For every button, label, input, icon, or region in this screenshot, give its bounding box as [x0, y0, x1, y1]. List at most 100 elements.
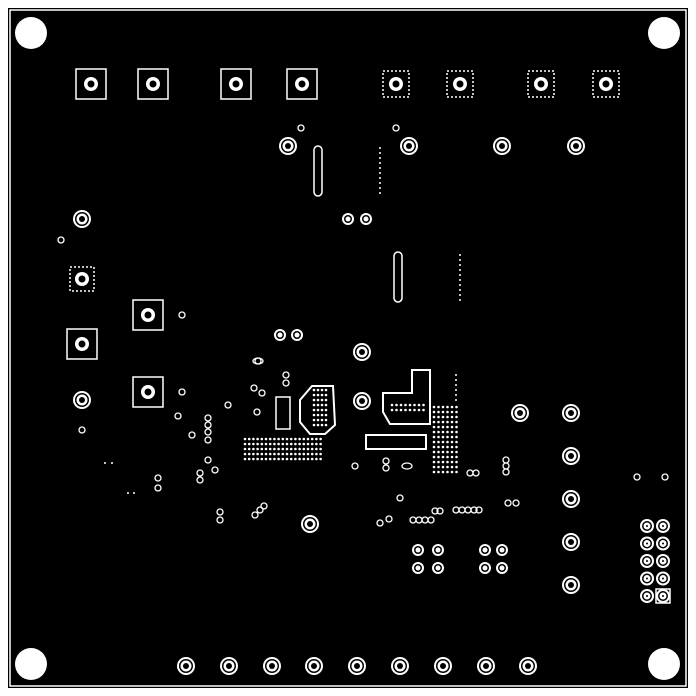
- via: [379, 172, 381, 174]
- via: [310, 447, 314, 451]
- via: [390, 408, 394, 412]
- via: [316, 413, 320, 417]
- via: [315, 442, 318, 446]
- via: [260, 457, 264, 461]
- via: [446, 445, 449, 449]
- via: [446, 440, 449, 444]
- via: [224, 401, 232, 409]
- drill-hole: [354, 663, 360, 669]
- drill-hole: [537, 80, 545, 88]
- via: [379, 147, 381, 149]
- via: [441, 415, 445, 419]
- via: [289, 457, 293, 461]
- via: [455, 379, 457, 381]
- via: [264, 452, 268, 456]
- via: [277, 457, 280, 461]
- via: [441, 455, 445, 459]
- via: [441, 430, 445, 434]
- drill-hole: [568, 582, 574, 588]
- via: [258, 389, 266, 397]
- via: [285, 442, 289, 446]
- drill-hole: [483, 663, 489, 669]
- via: [273, 447, 276, 451]
- via: [196, 469, 204, 477]
- via: [319, 437, 322, 441]
- via: [302, 437, 306, 441]
- via: [432, 405, 436, 409]
- via: [432, 435, 436, 439]
- via: [472, 469, 480, 477]
- pad-copper: [415, 547, 421, 553]
- via: [441, 410, 445, 414]
- via: [298, 452, 301, 456]
- via: [320, 423, 324, 427]
- via: [437, 440, 440, 444]
- via: [455, 470, 458, 474]
- drill-hole: [79, 397, 85, 403]
- mounting-hole: [15, 648, 47, 680]
- via: [455, 394, 457, 396]
- via: [379, 182, 381, 184]
- via: [379, 157, 381, 159]
- via: [455, 440, 458, 444]
- via: [455, 450, 458, 454]
- via: [319, 442, 322, 446]
- drill-hole: [568, 496, 574, 502]
- board-background: [8, 8, 688, 688]
- via: [298, 442, 301, 446]
- via: [455, 389, 457, 391]
- drill-hole: [232, 80, 240, 88]
- via: [312, 418, 316, 422]
- via: [273, 452, 276, 456]
- via: [396, 494, 404, 502]
- via: [320, 393, 324, 397]
- via: [417, 408, 421, 412]
- via: [392, 124, 400, 132]
- via: [437, 465, 440, 469]
- via: [455, 465, 458, 469]
- via: [277, 452, 280, 456]
- via: [450, 465, 454, 469]
- via: [441, 470, 445, 474]
- via: [256, 457, 259, 461]
- via: [320, 388, 324, 392]
- via: [306, 457, 310, 461]
- drill-hole: [499, 143, 505, 149]
- via: [470, 506, 478, 514]
- via: [312, 403, 316, 407]
- via: [441, 425, 445, 429]
- drill-hole: [568, 539, 574, 545]
- via: [260, 452, 264, 456]
- via: [78, 426, 86, 434]
- via: [450, 450, 454, 454]
- via: [441, 460, 445, 464]
- via: [204, 414, 212, 422]
- ic-footprint: [393, 251, 403, 303]
- via: [315, 452, 318, 456]
- via: [450, 415, 454, 419]
- drill-hole: [440, 663, 446, 669]
- via: [316, 418, 320, 422]
- drill-hole: [144, 311, 152, 319]
- via: [455, 435, 458, 439]
- via: [252, 457, 255, 461]
- via: [437, 445, 440, 449]
- via: [422, 403, 425, 407]
- drill-hole: [397, 663, 403, 669]
- via: [441, 440, 445, 444]
- via: [310, 442, 314, 446]
- via: [312, 393, 316, 397]
- via: [312, 408, 316, 412]
- drill-hole: [456, 80, 464, 88]
- via: [437, 470, 440, 474]
- via: [310, 437, 314, 441]
- via: [243, 452, 247, 456]
- via: [178, 311, 186, 319]
- via: [133, 492, 135, 494]
- square-pad-outline: [75, 68, 107, 100]
- via: [312, 413, 316, 417]
- drill-hole: [573, 143, 579, 149]
- drill-hole: [183, 663, 189, 669]
- via: [633, 473, 641, 481]
- via: [351, 462, 359, 470]
